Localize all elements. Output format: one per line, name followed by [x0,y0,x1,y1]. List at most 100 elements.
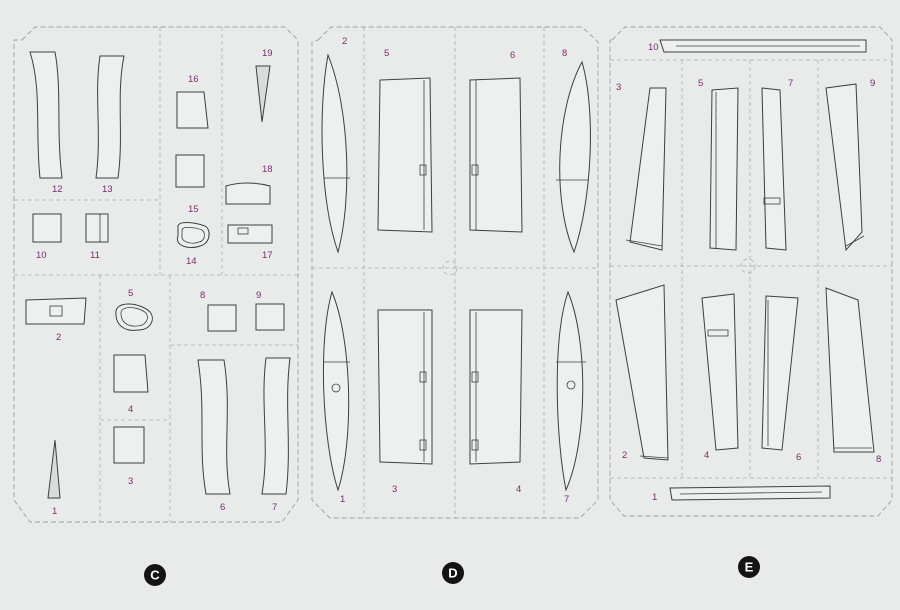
part-c12 [29,51,63,179]
sprue-d-badge-circle [442,562,464,584]
label-c1: 1 [52,506,57,517]
part-c11 [85,213,109,243]
part-d3-tab2 [419,439,427,451]
label-e8: 8 [876,454,881,465]
sprue-d: 2 5 6 8 1 3 4 7 D [311,26,599,584]
part-c14-inner [181,226,205,244]
label-d6: 6 [510,50,515,61]
part-d7-hole [566,380,576,390]
part-d7 [556,290,584,492]
label-c18: 18 [262,164,273,175]
sprue-c: 12 13 10 11 16 15 14 19 18 17 2 5 4 3 1 … [13,26,299,586]
part-e9 [825,83,863,252]
part-c7 [261,357,291,495]
part-d6-tab [471,164,479,176]
part-c10 [32,213,62,243]
label-c3: 3 [128,476,133,487]
sprue-c-badge-circle [144,564,166,586]
sprue-c-letter: C [150,568,160,583]
label-d4: 4 [516,484,521,495]
part-c3 [113,426,145,464]
sprue-e-labels: 10 3 5 7 9 2 4 6 8 1 [616,42,881,503]
sprue-d-junction [442,260,458,276]
label-c13: 13 [102,184,113,195]
label-c4: 4 [128,404,133,415]
part-e1-detail [679,491,823,495]
part-d5 [377,77,433,233]
sprue-d-letter: D [448,566,457,581]
part-e4 [701,293,739,451]
sprue-c-badge: C [144,564,166,586]
sprue-c-frame [13,26,299,523]
part-c6 [197,359,231,495]
label-c15: 15 [188,204,199,215]
sprue-c-labels: 12 13 10 11 16 15 14 19 18 17 2 5 4 3 1 … [36,48,277,517]
part-c16 [176,91,209,129]
part-d5-tab [419,164,427,176]
part-d4 [469,309,523,465]
part-e2 [615,284,669,461]
label-c6: 6 [220,502,225,513]
label-e9: 9 [870,78,875,89]
label-e1: 1 [652,492,657,503]
label-c17: 17 [262,250,273,261]
part-c17 [227,224,273,244]
part-e9-detail [845,235,865,247]
part-c13 [95,55,125,179]
part-c18 [225,182,271,205]
label-e6: 6 [796,452,801,463]
part-d6 [469,77,523,233]
part-d8 [559,60,591,254]
label-d2: 2 [342,36,347,47]
label-c11: 11 [90,250,100,261]
label-d8: 8 [562,48,567,59]
label-c12: 12 [52,184,63,195]
part-d4-tab [471,371,479,383]
sprue-e-frame [609,26,893,517]
sprue-e: 10 3 5 7 9 2 4 6 8 1 E [609,26,893,578]
part-e6 [761,295,799,451]
part-c4 [113,354,149,393]
label-e7: 7 [788,78,793,89]
label-e5: 5 [698,78,703,89]
sprue-d-frame [311,26,599,519]
label-c8: 8 [200,290,205,301]
part-c9 [255,303,285,331]
label-c19: 19 [262,48,273,59]
label-e2: 2 [622,450,627,461]
part-d4-tab2 [471,439,479,451]
sprue-e-badge: E [738,556,760,578]
sprue-d-badge: D [442,562,464,584]
sprue-e-letter: E [745,560,754,575]
part-d1 [322,290,350,492]
part-c19 [255,65,271,123]
part-d3 [377,309,433,465]
label-d5: 5 [384,48,389,59]
label-c5: 5 [128,288,133,299]
part-e2-detail [639,455,669,459]
label-e3: 3 [616,82,621,93]
label-c16: 16 [188,74,199,85]
label-c2: 2 [56,332,61,343]
label-e10: 10 [648,42,659,53]
part-e4-detail [707,329,729,337]
label-c10: 10 [36,250,47,261]
label-d3: 3 [392,484,397,495]
part-c15 [175,154,205,188]
part-c5-inner [120,307,148,327]
label-d7: 7 [564,494,569,505]
part-c8 [207,304,237,332]
part-e7-detail [763,197,781,205]
label-c9: 9 [256,290,261,301]
part-e3-detail [625,239,663,247]
part-c2 [25,297,87,325]
label-c7: 7 [272,502,277,513]
label-d1: 1 [340,494,345,505]
sprue-e-junction [740,258,756,274]
part-c17-detail [237,227,249,235]
part-d1-hole [331,383,341,393]
part-d2 [321,53,348,254]
sprue-d-labels: 2 5 6 8 1 3 4 7 [340,36,569,505]
